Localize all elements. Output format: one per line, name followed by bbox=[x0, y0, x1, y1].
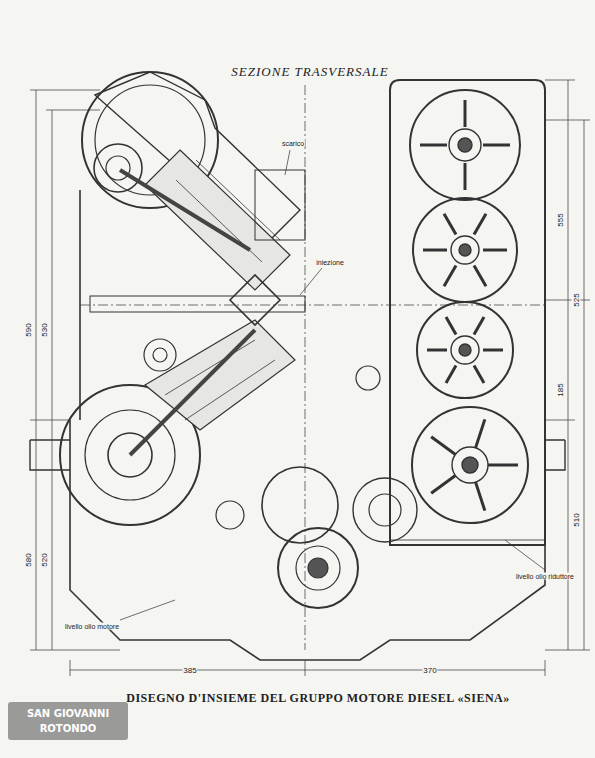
dimension: 370 bbox=[422, 666, 437, 675]
wheel-spoke bbox=[483, 349, 503, 352]
dimension: 555 bbox=[556, 212, 565, 227]
watermark: SAN GIOVANNI bbox=[27, 708, 109, 719]
dimension: 385 bbox=[182, 666, 197, 675]
wheel-spoke bbox=[483, 144, 510, 147]
drawing-caption: DISEGNO D'INSIEME DEL GRUPPO MOTORE DIES… bbox=[126, 691, 510, 706]
wheel-spoke bbox=[444, 214, 456, 235]
wheel-spoke bbox=[474, 214, 486, 235]
wheel-spoke bbox=[431, 437, 455, 455]
wheel-spoke bbox=[464, 100, 467, 127]
wheel-spoke bbox=[474, 266, 486, 287]
part-label: scarico bbox=[281, 140, 305, 147]
wheel-spoke bbox=[488, 464, 518, 467]
wheel-spoke bbox=[444, 266, 456, 287]
dimension: 580 bbox=[24, 552, 33, 567]
dimension: 530 bbox=[40, 322, 49, 337]
wheel-spoke bbox=[446, 317, 456, 334]
wheel-spoke bbox=[420, 144, 447, 147]
wheel-spoke bbox=[423, 249, 447, 252]
part-label: livello olio motore bbox=[64, 623, 120, 630]
dimension: 520 bbox=[40, 552, 49, 567]
wheel-spoke bbox=[431, 476, 455, 494]
wheel-spoke bbox=[446, 366, 456, 383]
drawing-title: SEZIONE TRASVERSALE bbox=[231, 64, 388, 80]
dimension: 185 bbox=[556, 382, 565, 397]
dimension: 510 bbox=[572, 512, 581, 527]
dimension: 590 bbox=[24, 322, 33, 337]
dimension: 525 bbox=[572, 292, 581, 307]
wheel-spoke bbox=[476, 482, 485, 511]
wheel-spoke bbox=[476, 419, 485, 448]
wheel-spoke bbox=[464, 163, 467, 190]
wheel-spoke bbox=[474, 366, 484, 383]
watermark: ROTONDO bbox=[40, 723, 97, 734]
wheel-spoke bbox=[427, 349, 447, 352]
wheel-spoke bbox=[474, 317, 484, 334]
part-label: iniezione bbox=[315, 259, 345, 266]
part-label: livello olio riduttore bbox=[515, 573, 575, 580]
wheel-spoke bbox=[483, 249, 507, 252]
